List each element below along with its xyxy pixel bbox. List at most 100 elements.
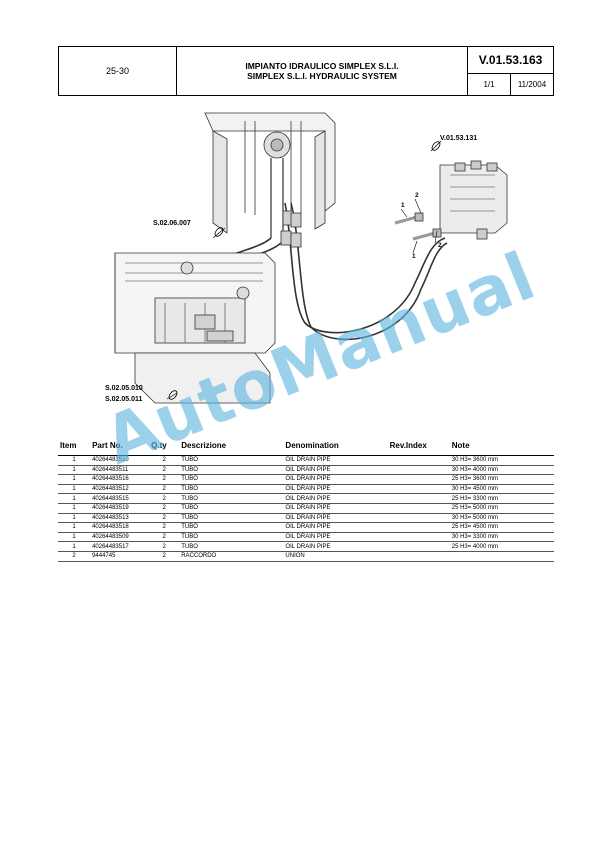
title-english: SIMPLEX S.L.I. HYDRAULIC SYSTEM [247,71,397,81]
table-row: 1 40264483515 2 TUBO OIL DRAIN PIPE 25 H… [58,493,554,504]
cell-qty: 2 [149,484,180,495]
table-row: 1 40264483509 2 TUBO OIL DRAIN PIPE 30 H… [58,532,554,543]
cell-part: 40264483517 [90,541,150,552]
cell-rev [387,522,450,533]
header-denomination: Denomination [283,436,388,456]
cell-desc: TUBO [179,493,284,504]
cell-part: 40264483509 [90,532,150,543]
cell-item: 1 [58,465,91,476]
cell-denom: OIL DRAIN PIPE [283,503,388,514]
cell-denom: OIL DRAIN PIPE [283,474,388,485]
cell-item: 1 [58,455,91,466]
cell-rev [387,465,450,476]
callout-item-1b: 1 [412,253,416,260]
cell-denom: UNION [283,551,388,562]
ref-label-mast: S.02.06.007 [153,220,191,227]
header-item: Item [58,436,91,456]
callout-item-2b: 2 [438,242,442,249]
cell-note: 30 H3= 5000 mm [449,513,554,524]
cell-note: 25 H3= 3300 mm [449,493,554,504]
cell-qty: 2 [149,503,180,514]
cell-note: 25 H3= 4500 mm [449,522,554,533]
cell-item: 2 [58,551,91,562]
cell-qty: 2 [149,474,180,485]
table-row: 1 40264483510 2 TUBO OIL DRAIN PIPE 30 H… [58,455,554,466]
cell-item: 1 [58,484,91,495]
header-quantity: Q.ty [149,436,180,456]
cell-note: 30 H3= 4500 mm [449,484,554,495]
cell-qty: 2 [149,493,180,504]
cell-denom: OIL DRAIN PIPE [283,522,388,533]
cell-note: 25 H3= 5000 mm [449,503,554,514]
table-header-row: Item Part No. Q.ty Descrizione Denominat… [58,436,554,456]
cell-qty: 2 [149,541,180,552]
cell-qty: 2 [149,522,180,533]
drawing-code: V.01.53.163 [468,47,553,74]
cell-desc: TUBO [179,455,284,466]
cell-part: 40264483510 [90,455,150,466]
ref-label-valve: V.01.53.131 [440,135,478,142]
cell-rev [387,455,450,466]
cell-rev [387,503,450,514]
cell-desc: TUBO [179,513,284,524]
cell-note: 25 H3= 4000 mm [449,541,554,552]
table-row: 1 40264483511 2 TUBO OIL DRAIN PIPE 30 H… [58,465,554,476]
cell-desc: TUBO [179,522,284,533]
table-row: 1 40264483519 2 TUBO OIL DRAIN PIPE 25 H… [58,503,554,514]
cell-desc: RACCORDO [179,551,284,562]
ref-label-carriage-1: S.02.05.010 [105,385,143,392]
table-row: 1 40264483518 2 TUBO OIL DRAIN PIPE 25 H… [58,522,554,533]
header-note: Note [449,436,554,456]
cell-item: 1 [58,503,91,514]
cell-rev [387,532,450,543]
cell-note: 30 H3= 3600 mm [449,455,554,466]
cell-note [449,551,554,562]
cell-qty: 2 [149,465,180,476]
cell-item: 1 [58,513,91,524]
header-revision-index: Rev.Index [387,436,450,456]
parts-table: Item Part No. Q.ty Descrizione Denominat… [58,436,554,562]
cell-qty: 2 [149,513,180,524]
cell-denom: OIL DRAIN PIPE [283,541,388,552]
cell-rev [387,474,450,485]
cell-note: 30 H3= 3300 mm [449,532,554,543]
document-title: IMPIANTO IDRAULICO SIMPLEX S.L.I. SIMPLE… [177,47,468,95]
header-part-number: Part No. [90,436,150,456]
cell-part: 40264483519 [90,503,150,514]
cell-qty: 2 [149,532,180,543]
cell-denom: OIL DRAIN PIPE [283,513,388,524]
cell-rev [387,541,450,552]
cell-part: 40264483516 [90,474,150,485]
cell-part: 40264483518 [90,522,150,533]
cell-item: 1 [58,474,91,485]
cell-desc: TUBO [179,465,284,476]
callout-item-2a: 2 [415,192,419,199]
cell-qty: 2 [149,455,180,466]
cell-item: 1 [58,522,91,533]
diagram-drawing [114,112,508,404]
cell-item: 1 [58,532,91,543]
cell-desc: TUBO [179,541,284,552]
document-header: 25-30 IMPIANTO IDRAULICO SIMPLEX S.L.I. … [58,46,554,96]
section-number: 25-30 [59,47,177,95]
revision-date: 11/2004 [517,80,547,89]
cell-qty: 2 [149,551,180,562]
table-row: 2 9444745 2 RACCORDO UNION [58,551,554,562]
header-description: Descrizione [179,436,284,456]
cell-denom: OIL DRAIN PIPE [283,493,388,504]
title-italian: IMPIANTO IDRAULICO SIMPLEX S.L.I. [245,61,399,71]
cell-item: 1 [58,541,91,552]
cell-rev [387,551,450,562]
cell-desc: TUBO [179,474,284,485]
cell-rev [387,513,450,524]
cell-part: 9444745 [90,551,150,562]
cell-desc: TUBO [179,503,284,514]
callout-item-1a: 1 [401,202,405,209]
cell-part: 40264483512 [90,484,150,495]
cell-part: 40264483515 [90,493,150,504]
table-row: 1 40264483516 2 TUBO OIL DRAIN PIPE 25 H… [58,474,554,485]
table-row: 1 40264483517 2 TUBO OIL DRAIN PIPE 25 H… [58,541,554,552]
cell-rev [387,493,450,504]
cell-note: 30 H3= 4000 mm [449,465,554,476]
table-row: 1 40264483513 2 TUBO OIL DRAIN PIPE 30 H… [58,513,554,524]
